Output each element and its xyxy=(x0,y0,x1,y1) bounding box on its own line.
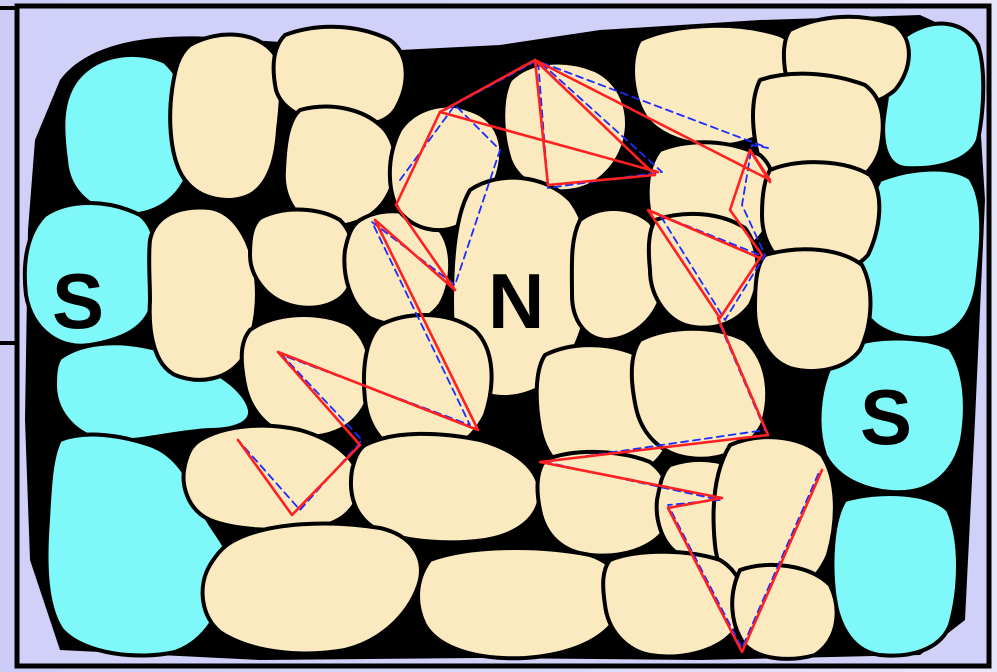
grain-28 xyxy=(418,548,623,658)
label-s-left: S xyxy=(52,257,104,345)
grain-16 xyxy=(649,214,758,328)
grain-30 xyxy=(732,565,836,659)
grain-08 xyxy=(503,63,627,192)
label-n-center: N xyxy=(488,257,544,345)
s-grain-right-4 xyxy=(832,494,958,656)
grain-01 xyxy=(170,35,281,200)
label-s-right: S xyxy=(860,373,912,461)
grain-05 xyxy=(250,210,354,308)
grain-17 xyxy=(755,249,870,371)
grain-29 xyxy=(603,552,743,657)
grain-18 xyxy=(242,315,371,437)
grain-24 xyxy=(537,452,670,556)
